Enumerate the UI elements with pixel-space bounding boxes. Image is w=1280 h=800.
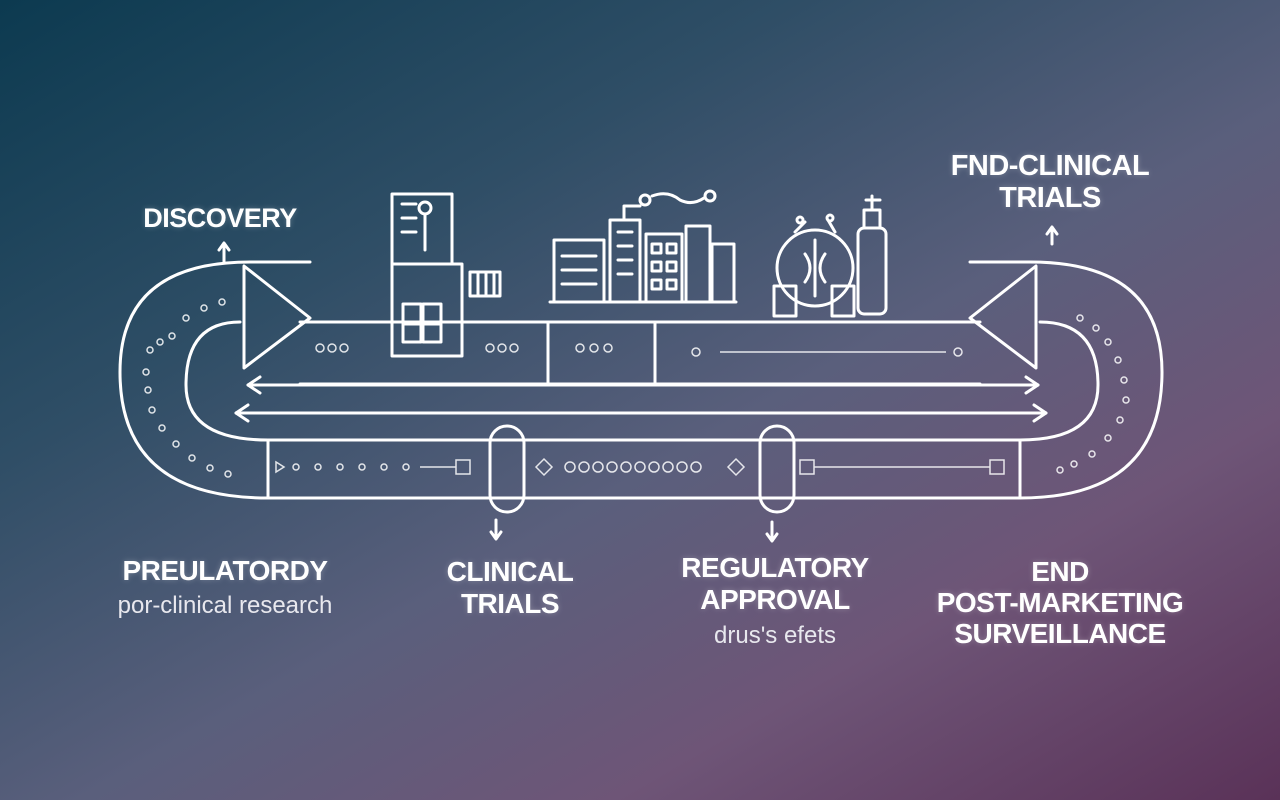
left-triangle bbox=[242, 264, 312, 370]
bottom-capsule-right bbox=[758, 424, 796, 514]
factory-icon bbox=[548, 189, 738, 304]
stage-fnd-clinical-title: FND-CLINICAL TRIALS bbox=[950, 150, 1150, 214]
stage-preulatordy-subtitle: por-clinical research bbox=[117, 592, 333, 619]
glyph-cluster-top-track bbox=[315, 343, 963, 357]
stage-discovery-title: DISCOVERY bbox=[143, 203, 297, 233]
glyph-cluster-right-loop bbox=[1056, 314, 1130, 474]
medical-device-icon bbox=[772, 194, 888, 318]
stage-regulatory-approval-title: REGULATORY APPROVAL bbox=[681, 552, 869, 615]
left-loop-inner bbox=[184, 320, 270, 442]
glyph-cluster-left-loop bbox=[142, 298, 232, 478]
stage-regulatory-subtitle: drus's efets bbox=[714, 622, 836, 649]
stage-preulatordy-title: PREULATORDY bbox=[122, 555, 328, 586]
right-loop-inner bbox=[1018, 320, 1100, 442]
glyph-cluster-bottom-track bbox=[275, 457, 1005, 477]
stage-clinical-trials-title: CLINICAL TRIALS bbox=[446, 556, 574, 619]
right-loop-outer bbox=[968, 260, 1164, 500]
bottom-capsule-left bbox=[488, 424, 526, 514]
right-triangle bbox=[968, 264, 1038, 370]
left-loop-outer bbox=[118, 260, 312, 500]
stage-post-marketing-title: END POST-MARKETING SURVEILLANCE bbox=[936, 556, 1184, 649]
